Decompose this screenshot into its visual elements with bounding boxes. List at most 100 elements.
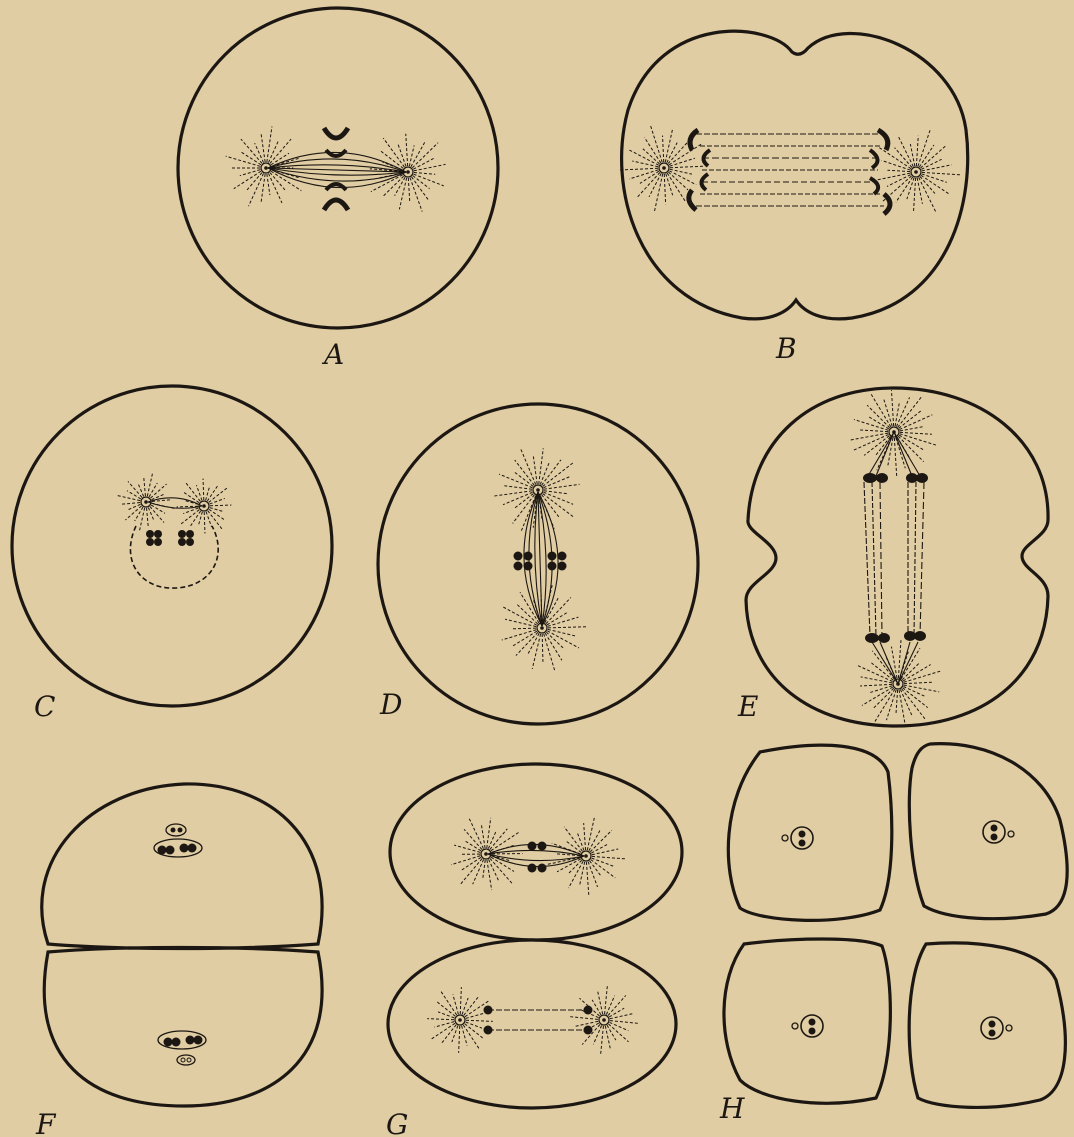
aster-ray [546, 632, 563, 648]
aster-ray [898, 396, 923, 427]
cell-h-top-left [728, 745, 891, 920]
aster-ray [412, 143, 438, 168]
aster-ray [606, 996, 614, 1015]
aster-ray [577, 832, 584, 851]
figure-c: C [12, 386, 332, 723]
label-b: B [775, 332, 797, 365]
aster-ray [452, 1026, 458, 1042]
tetrads-c [146, 530, 194, 546]
aster-ray [900, 432, 932, 434]
centriole [536, 488, 540, 492]
aster-ray [907, 178, 914, 199]
aster-ray [903, 665, 930, 681]
aster-ray [204, 512, 205, 533]
aster-ray [860, 684, 892, 686]
cell-h-bottom-left [724, 939, 890, 1103]
aster-g-bottom-right [568, 984, 640, 1056]
aster-ray [894, 438, 896, 478]
aster-ray [548, 627, 588, 628]
spindle-b [696, 134, 884, 206]
aster-ray [460, 859, 482, 885]
aster-ray [210, 505, 231, 506]
aster-ray [138, 484, 143, 496]
aster-ray [427, 1019, 454, 1020]
cell-h-bottom-right [909, 943, 1065, 1107]
aster-ray [922, 165, 952, 171]
aster-ray [903, 688, 928, 708]
aster-ray [206, 487, 210, 500]
aster-ray [900, 427, 924, 431]
figure-f: F [35, 784, 322, 1137]
label-f: F [35, 1108, 57, 1137]
aster-ray [879, 148, 911, 169]
aster-ray [649, 173, 661, 196]
aster-ray [234, 171, 261, 188]
nucleus-h-top-right [983, 821, 1014, 843]
aster-ray [453, 994, 459, 1014]
aster-ray [900, 689, 911, 715]
aster-ray [592, 856, 626, 858]
aster-ray [600, 1026, 603, 1056]
aster-ray [896, 690, 898, 714]
aster-ray [874, 688, 894, 708]
aster-ray [512, 628, 536, 629]
aster-ray [148, 508, 153, 520]
aster-ray [584, 823, 586, 850]
cell-f-top [42, 784, 322, 949]
aster-ray [861, 677, 892, 683]
aster-ray [610, 1021, 640, 1024]
figure-e: E [737, 388, 1048, 726]
aster-ray [665, 129, 672, 162]
aster-ray [896, 397, 909, 426]
aster-ray [895, 403, 899, 427]
aster-ray [240, 170, 260, 176]
cell-a-membrane [178, 8, 498, 328]
aster-ray [580, 862, 585, 885]
centriole [458, 1018, 462, 1022]
aster-ray [459, 1026, 460, 1053]
nucleus-h-top-left [782, 827, 813, 849]
aster-ray [210, 498, 225, 504]
aster-ray [545, 633, 562, 660]
aster-ray [430, 1023, 455, 1040]
aster-ray [414, 173, 435, 175]
aster-ray [895, 148, 912, 168]
aster-ray [916, 136, 918, 166]
aster-ray [609, 1022, 628, 1030]
aster-ray [590, 830, 612, 852]
label-a: A [321, 338, 344, 371]
spindle-e [864, 432, 924, 684]
aster-ray [608, 1024, 628, 1042]
aster-ray [670, 169, 692, 174]
label-c: C [34, 690, 55, 723]
aster-ray [899, 411, 921, 428]
spindle-g-bottom [484, 1006, 593, 1035]
aster-ray [668, 172, 688, 190]
cell-c-membrane [12, 386, 332, 706]
centriole [602, 1018, 606, 1022]
aster-ray [860, 430, 888, 432]
aster-ray [605, 1026, 610, 1049]
aster-ray [483, 860, 486, 880]
centriole [406, 170, 410, 174]
aster-ray [517, 605, 537, 624]
aster-ray [632, 161, 658, 167]
aster-ray [666, 174, 673, 196]
aster-ray [872, 651, 894, 679]
aster-ray [411, 142, 425, 167]
aster-ray [569, 861, 584, 888]
aster-ray [887, 175, 911, 187]
aster-ray [620, 168, 658, 170]
aster-ray [183, 508, 198, 514]
cell-b-membrane [622, 31, 968, 319]
aster-ray [663, 136, 664, 162]
aster-g-top-left [451, 818, 522, 890]
aster-ray [891, 647, 897, 678]
aster-ray [913, 178, 915, 212]
nucleus-f-bottom [158, 1031, 206, 1065]
aster-ray [255, 143, 264, 162]
aster-ray [462, 998, 468, 1014]
aster-ray [867, 405, 890, 428]
aster-ray [466, 1022, 482, 1028]
